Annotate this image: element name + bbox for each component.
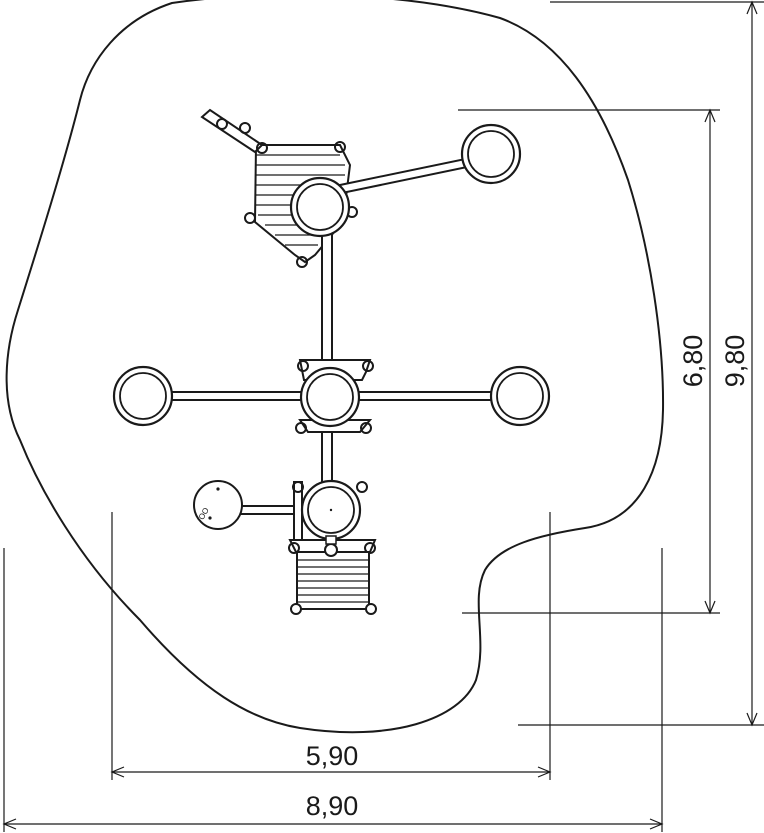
label-inner-height: 6,80: [678, 335, 708, 388]
label-inner-width: 5,90: [306, 741, 359, 771]
pod-center: [299, 366, 361, 428]
pod-upper-right: [460, 123, 522, 185]
lower-stairs: [290, 551, 377, 615]
pod-left: [112, 365, 174, 427]
pod-lower: [300, 479, 362, 541]
dimension-inner-width: [110, 512, 552, 780]
safety-zone-outline: [5, 0, 665, 734]
label-outer-width: 8,90: [306, 791, 359, 821]
dimension-outer-height: [518, 0, 764, 727]
label-outer-height: 9,80: [720, 335, 750, 388]
dimension-inner-height: [458, 108, 720, 615]
vertical-beam-lower: [321, 424, 333, 488]
dimension-outer-width: [2, 548, 664, 832]
pod-top-tower: [289, 176, 351, 238]
vertical-beam-upper: [321, 227, 333, 369]
activity-panel: OO: [193, 480, 243, 530]
pod-right: [489, 365, 551, 427]
upper-right-arm: [338, 156, 474, 195]
lower-pod-fixture: [324, 535, 338, 557]
